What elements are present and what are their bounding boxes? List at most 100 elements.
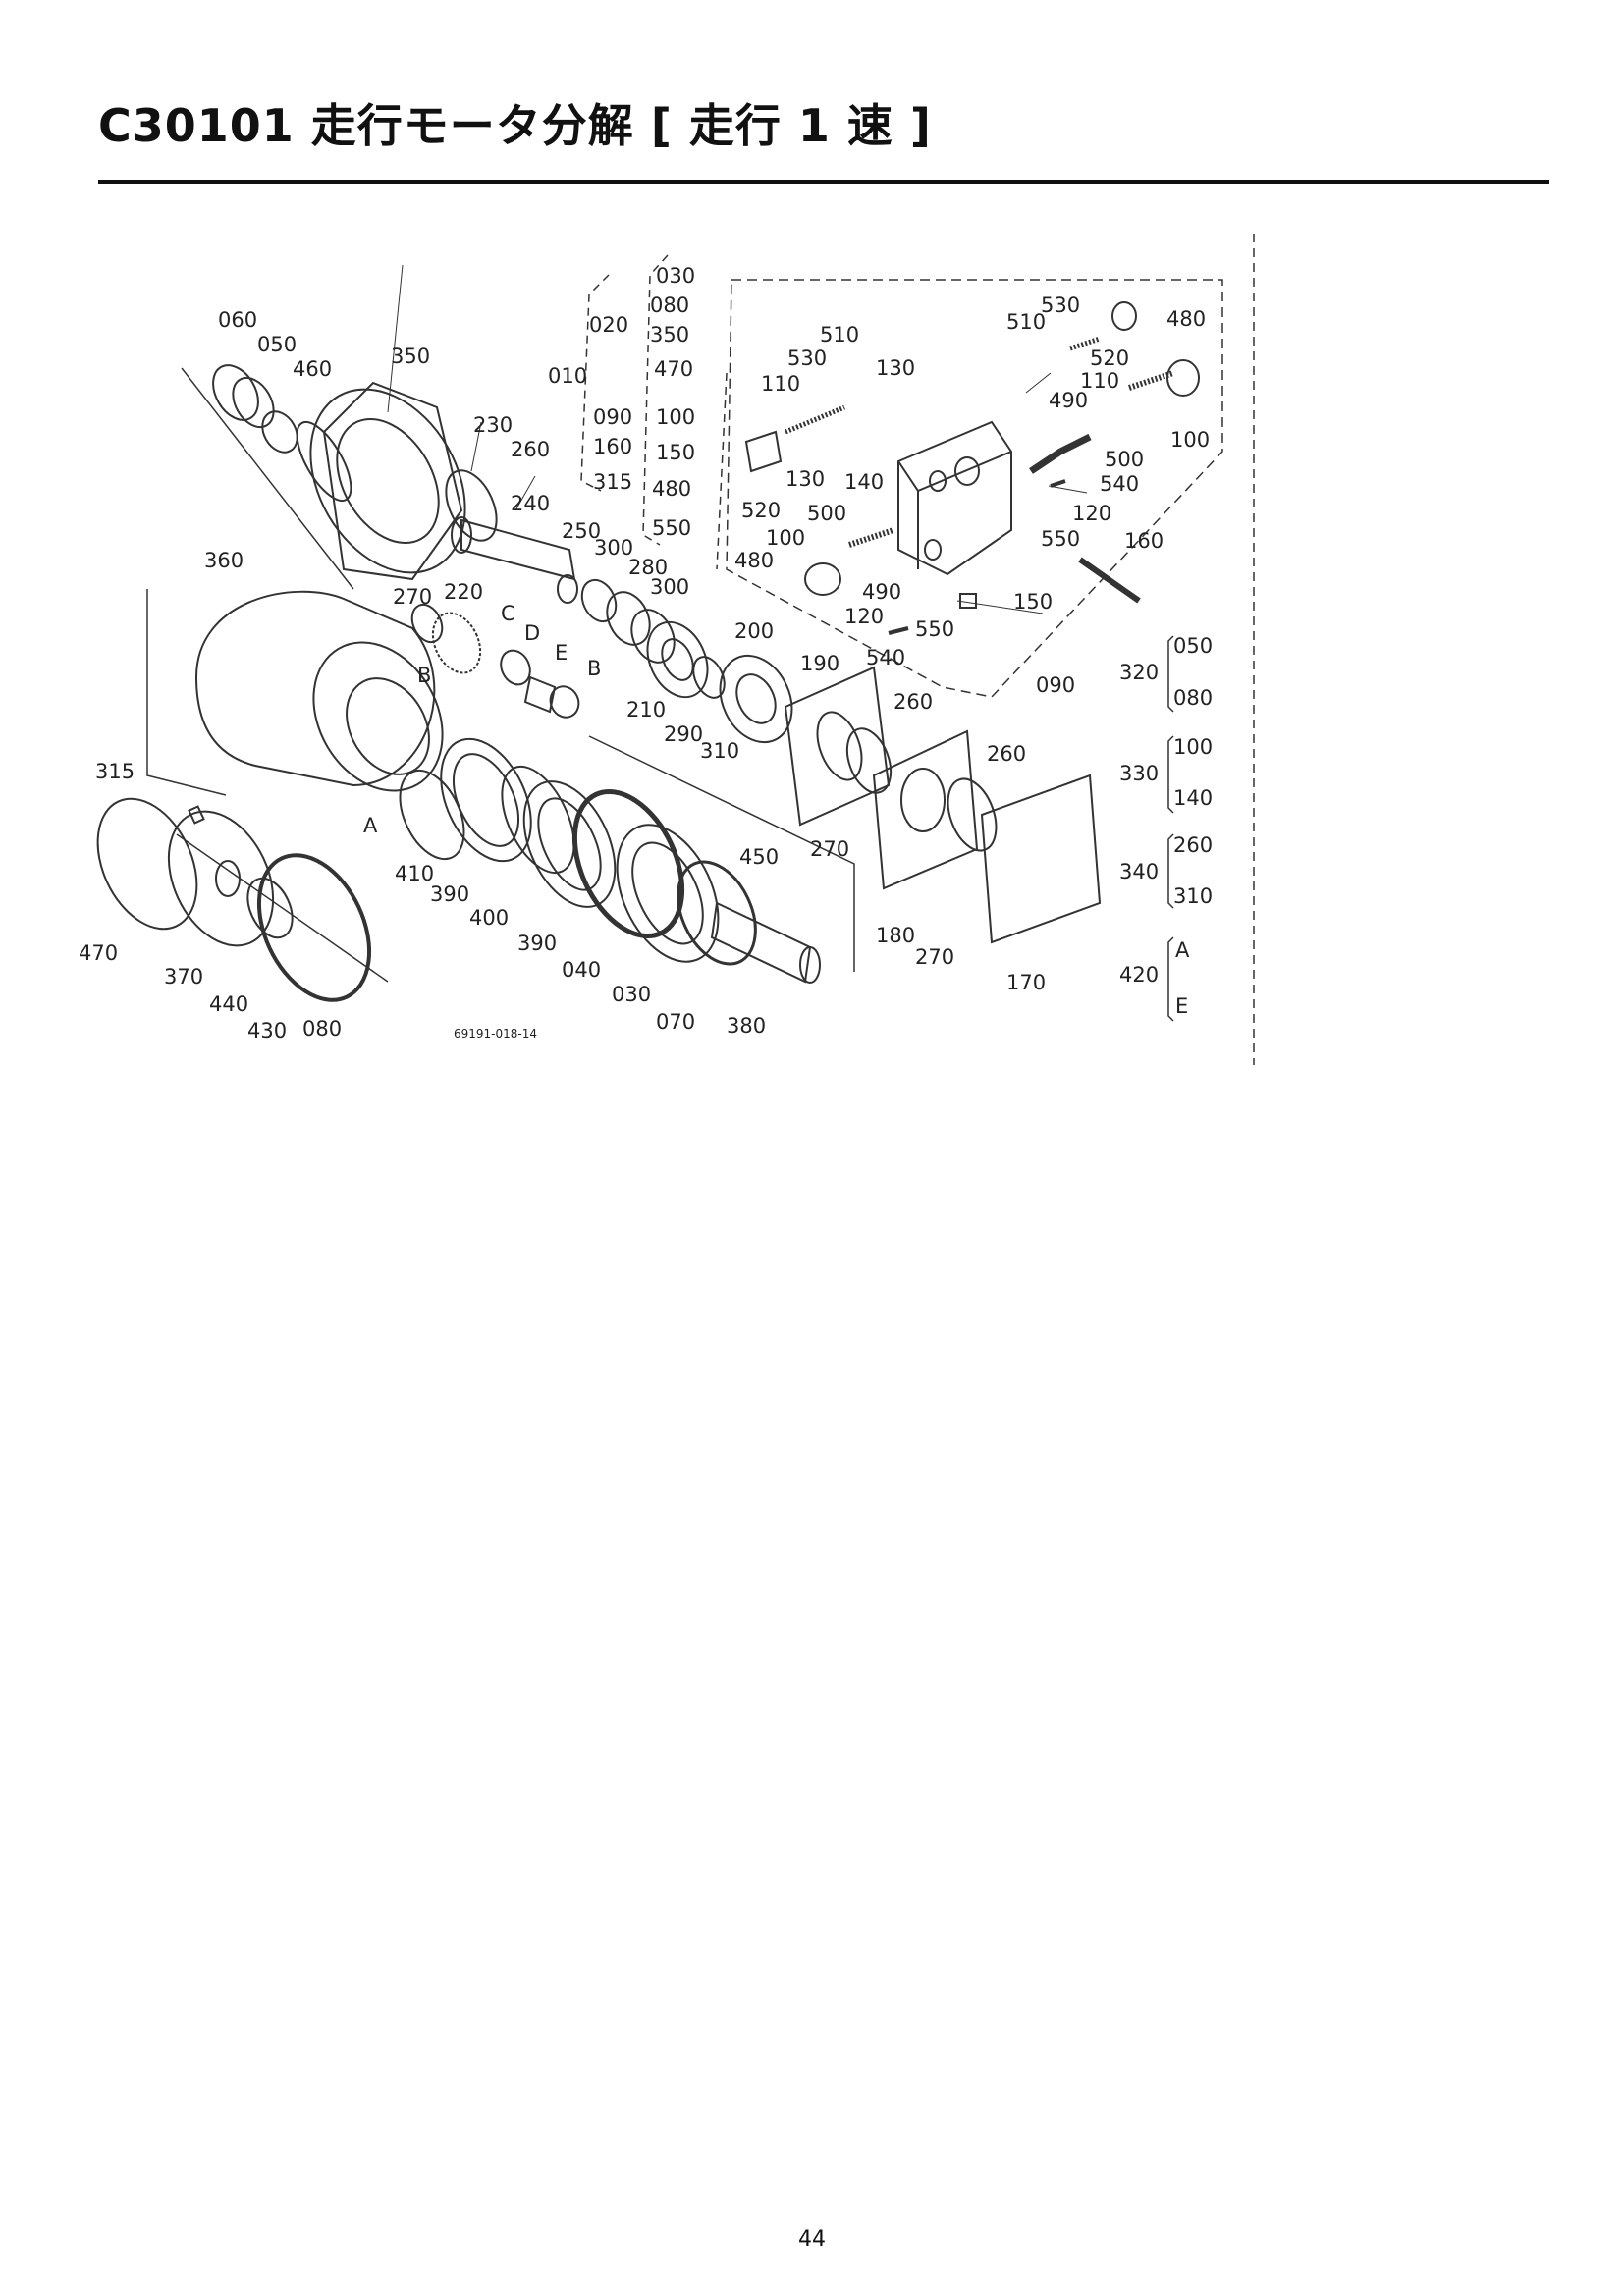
shim-440 xyxy=(246,877,294,939)
valve-callout-480a: 480 xyxy=(734,549,774,572)
seal-470 xyxy=(96,797,198,931)
callout-150a: 150 xyxy=(656,441,695,464)
group-bracket-left xyxy=(580,274,610,492)
valve-callout-490b: 490 xyxy=(1049,389,1088,412)
group-420-label: 420 xyxy=(1119,963,1159,987)
callout-010: 010 xyxy=(548,364,587,388)
seal-050 xyxy=(232,376,275,429)
group-420-to: E xyxy=(1175,994,1188,1018)
valve-subbox xyxy=(716,372,728,570)
seal-040 xyxy=(571,788,685,939)
callout-315: 315 xyxy=(95,760,135,783)
callout-220: 220 xyxy=(444,580,483,604)
callout-300a: 300 xyxy=(594,536,633,560)
group-330-to: 140 xyxy=(1173,786,1213,810)
valve-block xyxy=(897,420,1012,576)
valve-callout-150: 150 xyxy=(1013,590,1053,614)
valve-callout-120a: 120 xyxy=(844,605,884,628)
valve-callout-110a: 110 xyxy=(761,372,800,396)
callout-350: 350 xyxy=(391,345,430,368)
callout-315a: 315 xyxy=(593,470,632,494)
group-320-from: 050 xyxy=(1173,634,1213,658)
callout-430: 430 xyxy=(247,1019,287,1042)
group-320-to: 080 xyxy=(1173,686,1213,710)
callout-050: 050 xyxy=(257,333,297,356)
callout-030: 030 xyxy=(612,983,651,1006)
plate-190 xyxy=(784,666,891,827)
valve-callout-540b: 540 xyxy=(1100,472,1139,496)
valve-callout-490a: 490 xyxy=(862,580,901,604)
valve-callout-520b: 520 xyxy=(1090,347,1129,370)
callout-290: 290 xyxy=(664,722,703,746)
callout-480a: 480 xyxy=(652,477,691,501)
callout-080a: 080 xyxy=(650,294,689,317)
seal-060 xyxy=(212,364,259,421)
valve-callout-090: 090 xyxy=(1036,673,1075,697)
callout-230: 230 xyxy=(473,413,513,437)
valve-callout-140: 140 xyxy=(844,470,884,494)
valve-callout-130b: 130 xyxy=(785,467,825,491)
callout-250: 250 xyxy=(562,519,601,543)
callout-390a: 390 xyxy=(430,882,469,906)
callout-270b: 270 xyxy=(810,837,849,861)
callout-350a: 350 xyxy=(650,323,689,347)
valve-callout-510a: 510 xyxy=(820,323,859,347)
valve-callout-530b: 530 xyxy=(1041,294,1080,317)
bearing-200 xyxy=(719,654,793,744)
gear-220 xyxy=(431,612,482,674)
valve-callout-500a: 500 xyxy=(807,502,846,525)
oring-260b xyxy=(845,727,893,794)
valve-callout-540a: 540 xyxy=(866,646,905,669)
exploded-parts-diagram: 010 020 030 080 350 470 090 160 315 100 … xyxy=(79,234,1255,1065)
group-340-label: 340 xyxy=(1119,860,1159,883)
callout-070: 070 xyxy=(656,1010,695,1034)
callout-260b: 260 xyxy=(893,690,933,714)
callout-270a: 270 xyxy=(393,585,432,609)
callout-390b: 390 xyxy=(517,932,557,955)
group-330-label: 330 xyxy=(1119,762,1159,785)
callout-060: 060 xyxy=(218,308,257,332)
callout-200: 200 xyxy=(734,619,774,643)
valve-callout-110b: 110 xyxy=(1080,369,1119,393)
label-E: E xyxy=(555,641,568,665)
callout-160a: 160 xyxy=(593,435,632,458)
callout-190: 190 xyxy=(800,652,839,675)
valve-callout-530a: 530 xyxy=(787,347,827,370)
callout-380: 380 xyxy=(727,1014,766,1038)
motor-housing-350 xyxy=(296,381,466,581)
oring-080 xyxy=(256,853,372,1002)
valve-callout-480b: 480 xyxy=(1166,307,1206,331)
callout-370: 370 xyxy=(164,965,203,988)
valve-callout-100b: 100 xyxy=(1170,428,1210,452)
callout-210: 210 xyxy=(626,698,666,721)
callout-030a: 030 xyxy=(656,264,695,288)
bushing-460 xyxy=(261,410,298,454)
group-420-from: A xyxy=(1175,938,1190,962)
plate-170 xyxy=(980,774,1102,944)
valve-callout-510b: 510 xyxy=(1006,310,1046,334)
callout-170: 170 xyxy=(1006,971,1046,994)
valve-callout-550b: 550 xyxy=(1041,527,1080,551)
page-number: 44 xyxy=(798,2227,826,2252)
shaft-240 xyxy=(451,516,576,581)
label-B2: B xyxy=(587,657,601,680)
callout-280: 280 xyxy=(628,556,668,579)
callout-360: 360 xyxy=(204,549,244,572)
callout-470a: 470 xyxy=(654,357,693,381)
callout-080: 080 xyxy=(302,1017,342,1041)
group-330-from: 100 xyxy=(1173,735,1213,759)
group-bracket-mid xyxy=(642,254,669,546)
title-rule xyxy=(98,180,1549,184)
callout-460: 460 xyxy=(293,357,332,381)
callout-100a: 100 xyxy=(656,405,695,429)
callout-550a: 550 xyxy=(652,516,691,540)
valve-callout-130a: 130 xyxy=(876,356,915,380)
callout-040: 040 xyxy=(562,958,601,982)
valve-callout-120b: 120 xyxy=(1072,502,1111,525)
valve-callout-160: 160 xyxy=(1124,529,1164,553)
valve-callout-550a: 550 xyxy=(915,617,954,641)
callout-240: 240 xyxy=(511,492,550,515)
bearing-210 xyxy=(646,620,709,699)
oring-230 xyxy=(445,469,498,542)
drum-housing-360 xyxy=(194,590,444,792)
